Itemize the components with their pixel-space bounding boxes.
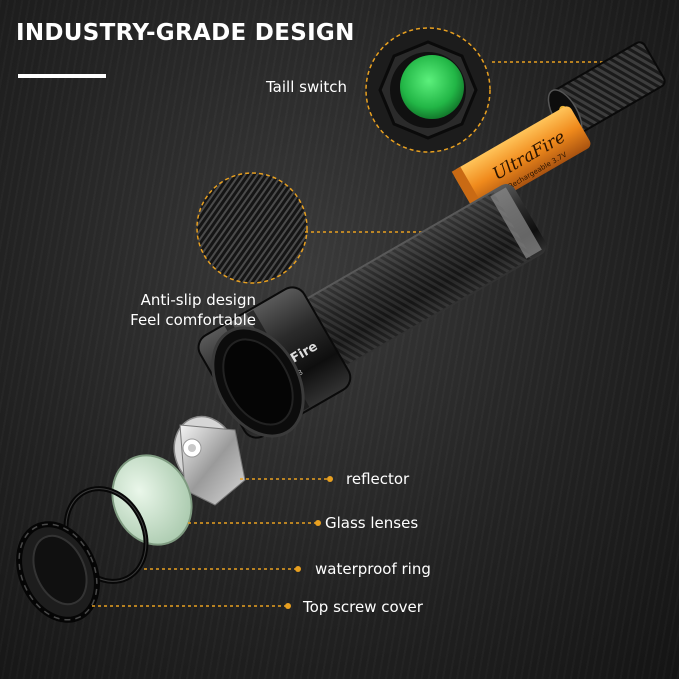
reflector-leader-dot bbox=[327, 476, 333, 482]
callout-anti-slip-line2: Feel comfortable bbox=[130, 311, 256, 329]
reflector-part bbox=[173, 415, 246, 506]
title-underline bbox=[18, 74, 106, 78]
top-screw-cover-leader-dot bbox=[285, 603, 291, 609]
callout-glass-lenses: Glass lenses bbox=[325, 514, 419, 532]
glass-lens-part bbox=[111, 454, 193, 546]
top-screw-cover-part bbox=[16, 521, 100, 623]
tail-switch-zoom bbox=[365, 27, 491, 153]
callout-tail-switch: Taill switch bbox=[266, 78, 348, 96]
anti-slip-zoom-border bbox=[196, 172, 308, 284]
body-thread bbox=[490, 187, 542, 259]
glass-lenses-leader-dot bbox=[315, 520, 321, 526]
callout-anti-slip: Anti-slip design Feel comfortable bbox=[120, 290, 256, 330]
page-title: INDUSTRY-GRADE DESIGN bbox=[16, 20, 355, 46]
callout-waterproof-ring: waterproof ring bbox=[315, 560, 431, 578]
anti-slip-zoom bbox=[196, 172, 308, 284]
callout-anti-slip-line1: Anti-slip design bbox=[140, 291, 256, 309]
green-switch-button bbox=[400, 55, 464, 119]
waterproof-ring-leader-dot bbox=[295, 566, 301, 572]
callout-reflector: reflector bbox=[346, 470, 410, 488]
callout-top-screw-cover: Top screw cover bbox=[303, 598, 423, 616]
